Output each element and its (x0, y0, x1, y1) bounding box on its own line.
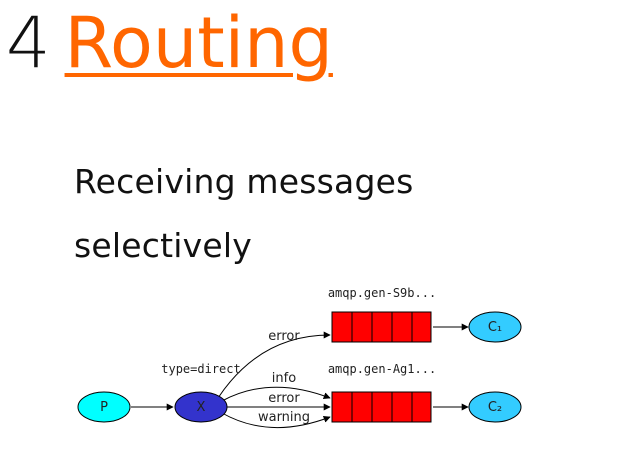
exchange-type-label: type=direct (161, 362, 240, 376)
edge-x-q1-error (217, 331, 331, 399)
tutorial-subtitle: Receiving messages selectively (74, 162, 414, 265)
consumer2-label: C₂ (488, 400, 502, 415)
consumer1-label: C₁ (488, 320, 502, 335)
tutorial-number: 4 (6, 2, 51, 84)
queue1-name: amqp.gen-S9b... (328, 286, 436, 300)
binding-label-q2-warning: warning (258, 410, 310, 425)
consumer2-node (468, 391, 522, 423)
tutorial-title-link[interactable]: Routing (64, 2, 333, 84)
binding-label-q1-error: error (268, 329, 300, 344)
routing-diagram: P X type=direct amqp.gen-S9b... amqp.gen… (77, 286, 522, 429)
binding-label-q2-error: error (268, 391, 300, 406)
edge-x-q2-warning (221, 412, 331, 429)
exchange-label: X (197, 400, 206, 415)
producer-node (77, 391, 131, 423)
exchange-node (174, 391, 228, 423)
queue1 (331, 311, 432, 343)
binding-label-q2-info: info (272, 371, 296, 386)
queue2-name: amqp.gen-Ag1... (328, 362, 436, 376)
producer-label: P (100, 400, 108, 415)
edge-x-q2-info (221, 386, 331, 402)
page-heading: 4 Routing (6, 8, 333, 104)
consumer1-node (468, 311, 522, 343)
queue2 (331, 391, 432, 423)
